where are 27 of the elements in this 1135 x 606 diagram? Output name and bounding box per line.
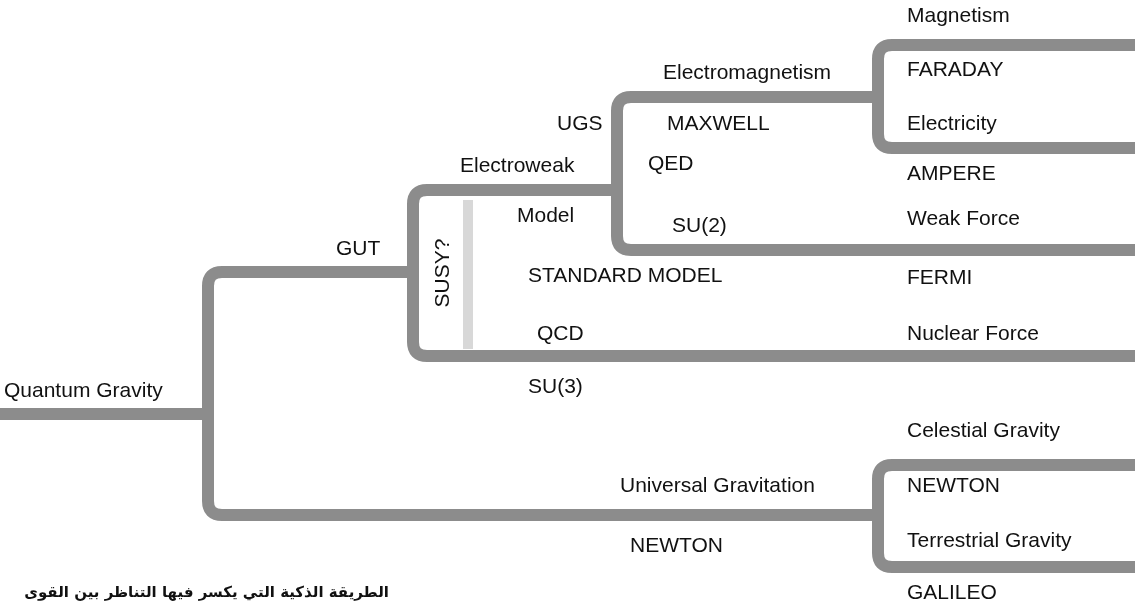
branch-label: Model (517, 203, 575, 227)
branch-label: NEWTON (907, 473, 1000, 497)
branch-label: Magnetism (907, 3, 1010, 27)
branch-label: SU(2) (672, 213, 727, 237)
branch-label: GALILEO (907, 580, 997, 604)
branch-label: AMPERE (907, 161, 996, 185)
branch-label: FERMI (907, 265, 973, 289)
branch-label: GUT (336, 236, 381, 260)
branch-label: Universal Gravitation (620, 473, 815, 497)
branch-label: UGS (557, 111, 603, 135)
branch-label: QED (648, 151, 694, 175)
caption-text: الطريقة الذكية التي يكسر فيها التناظر بين القوى (24, 582, 389, 603)
branch-label: FARADAY (907, 57, 1004, 81)
branch-label: STANDARD MODEL (528, 263, 723, 287)
branch-label: Terrestrial Gravity (907, 528, 1072, 552)
branch-label: SUSY? (430, 238, 454, 308)
branch-label: MAXWELL (667, 111, 770, 135)
branch-label: Celestial Gravity (907, 418, 1060, 442)
branch-label: Quantum Gravity (4, 378, 163, 402)
branch-label: QCD (537, 321, 584, 345)
branch-label: NEWTON (630, 533, 723, 557)
branch-label: Electromagnetism (663, 60, 832, 84)
branch-label: SU(3) (528, 374, 583, 398)
branch-label: Electricity (907, 111, 997, 135)
branch-label: Electroweak (460, 153, 575, 177)
branch-label: Nuclear Force (907, 321, 1039, 345)
branch-label: Weak Force (907, 206, 1020, 230)
